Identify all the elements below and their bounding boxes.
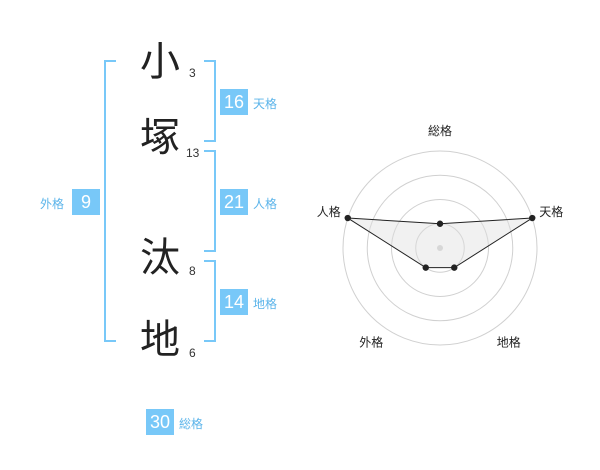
chikaku-label: 地格 — [253, 297, 278, 311]
jinkaku-bracket — [204, 150, 216, 252]
soukaku-value: 30 — [146, 409, 174, 435]
soukaku-label: 総格 — [179, 417, 204, 431]
name-char-1: 小 — [140, 39, 180, 85]
radar-point-4 — [344, 214, 351, 222]
gaikaku-bracket — [104, 60, 116, 342]
stroke-count-3: 8 — [189, 264, 196, 278]
tenkaku-bracket — [204, 60, 216, 142]
radar-point-2 — [451, 264, 458, 271]
radar-axis-label-4: 人格 — [317, 204, 341, 219]
stroke-count-1: 3 — [189, 66, 196, 80]
jinkaku-value: 21 — [220, 189, 248, 215]
radar-data-polygon — [347, 217, 533, 269]
name-char-4: 地 — [140, 317, 180, 363]
stroke-count-4: 6 — [189, 346, 196, 360]
radar-point-3 — [422, 264, 429, 271]
radar-axis-label-2: 地格 — [497, 335, 521, 350]
radar-ring — [391, 199, 489, 297]
tenkaku-label: 天格 — [253, 97, 278, 111]
jinkaku-label: 人格 — [253, 197, 278, 211]
radar-center — [437, 245, 443, 251]
radar-ring — [366, 174, 514, 322]
radar-axis-label-1: 天格 — [539, 204, 563, 219]
chikaku-bracket — [204, 260, 216, 342]
radar-point-1 — [529, 214, 536, 222]
gaikaku-label: 外格 — [40, 197, 65, 211]
chikaku-value: 14 — [220, 289, 248, 315]
tenkaku-value: 16 — [220, 89, 248, 115]
radar-axis-label-0: 総格 — [428, 123, 452, 138]
radar-axis-label-3: 外格 — [359, 335, 383, 350]
stroke-count-2: 13 — [186, 146, 200, 160]
gaikaku-value: 9 — [72, 189, 100, 215]
radar-point-0 — [436, 220, 444, 227]
radar-ring — [342, 150, 538, 346]
name-char-3: 汰 — [140, 235, 180, 281]
name-char-2: 塚 — [140, 115, 180, 161]
